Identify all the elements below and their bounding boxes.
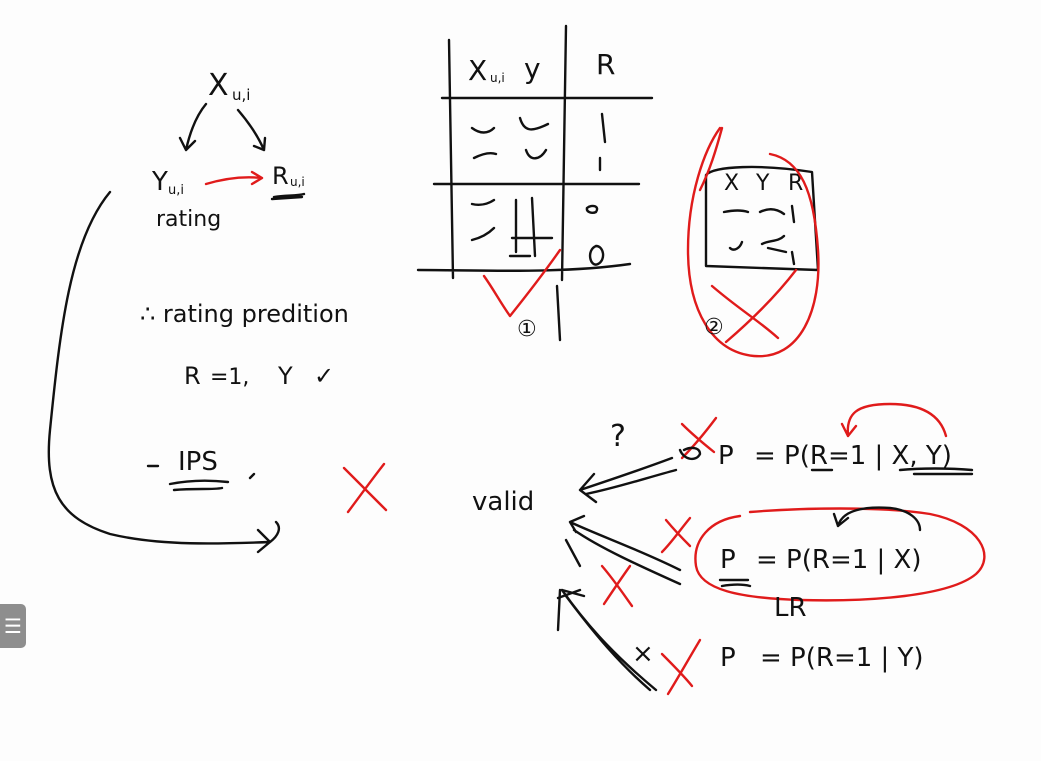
eq3-cross	[660, 638, 702, 696]
red-x-mark	[342, 462, 388, 514]
big-loop-arrow	[47, 190, 281, 554]
equations-area: ? valid P = P(R=1 | X, Y) P = P(R=1 | X)…	[472, 402, 986, 696]
note-line-1: ∴ rating predition	[140, 300, 349, 328]
eq1-bullet	[678, 446, 702, 461]
eq2-underline	[718, 578, 752, 588]
node-x-subscript: u,i	[232, 86, 250, 104]
table-1-header-x-sub: u,i	[490, 71, 505, 85]
eq1-lhs: P	[718, 441, 734, 471]
table-2-circle	[686, 126, 820, 358]
table-2-frame	[704, 165, 820, 272]
eq3-rhs: = P(R=1 | Y)	[760, 643, 924, 673]
table-1: X u,i y R ①	[416, 24, 654, 342]
eq2-rhs: = P(R=1 | X)	[756, 545, 922, 575]
table-2-marker: ②	[704, 315, 724, 340]
arrow-x-to-y	[178, 102, 208, 152]
eq2-circle	[694, 507, 986, 602]
note-line-2-eq: =1,	[210, 365, 249, 390]
eq1-underlines	[810, 467, 974, 476]
note-line-2-r: R	[184, 362, 201, 390]
eq2-left-cross	[600, 564, 634, 608]
underline-r	[270, 192, 306, 201]
eq2-lhs: P	[720, 545, 736, 575]
hamburger-menu-icon[interactable]: ☰	[0, 604, 26, 648]
eq2-bracket-arrow	[832, 506, 922, 532]
table-2-header-y: Y	[755, 171, 770, 196]
arrow-eq1-to-valid	[578, 456, 678, 504]
note-line-2-check: ✓	[314, 362, 334, 390]
eq3-lhs: P	[720, 643, 736, 673]
node-r-subscript: u,i	[290, 175, 305, 189]
table-1-marker: ①	[517, 317, 537, 342]
eq3-x-mark: ×	[632, 639, 654, 669]
ips-dash-and-underline	[146, 464, 256, 492]
node-y: Y	[151, 167, 168, 197]
valid-label: valid	[472, 487, 534, 517]
table-1-header-x: X	[468, 54, 487, 87]
node-y-subscript: u,i	[168, 183, 184, 198]
table-1-header-r: R	[596, 48, 615, 81]
question-mark: ?	[610, 419, 626, 454]
eq2-cross	[660, 516, 692, 554]
node-x: X	[208, 68, 229, 103]
table-2-cells	[722, 204, 796, 266]
table-1-frame	[416, 24, 654, 342]
note-line-3-ips: IPS	[178, 447, 218, 477]
left-notes: ∴ rating predition R =1, Y ✓ IPS	[47, 190, 388, 554]
bracket-marks	[556, 538, 582, 600]
table-1-cells	[470, 112, 607, 266]
table-2-cross	[698, 126, 798, 344]
table-1-header-y: y	[524, 52, 541, 85]
table-1-checkmark	[482, 248, 562, 318]
arrow-eq2-to-valid	[568, 514, 682, 586]
eq1-rhs: = P(R=1 | X, Y)	[754, 441, 952, 471]
table-2-header-x: X	[724, 171, 739, 196]
table-2-header-r: R	[788, 171, 803, 196]
note-line-2-y: Y	[277, 362, 293, 390]
rating-caption: rating	[156, 207, 221, 232]
arrow-y-to-r	[204, 170, 264, 186]
eq1-bracket-arrow	[840, 402, 948, 438]
arrow-x-to-r	[236, 108, 267, 152]
arrow-eq3-to-valid	[556, 588, 658, 692]
lr-label: LR	[774, 593, 807, 623]
causal-diagram: X u,i Y u,i R u,i rating	[151, 68, 306, 232]
table-2: X Y R ②	[686, 126, 820, 358]
node-r: R	[272, 162, 289, 190]
